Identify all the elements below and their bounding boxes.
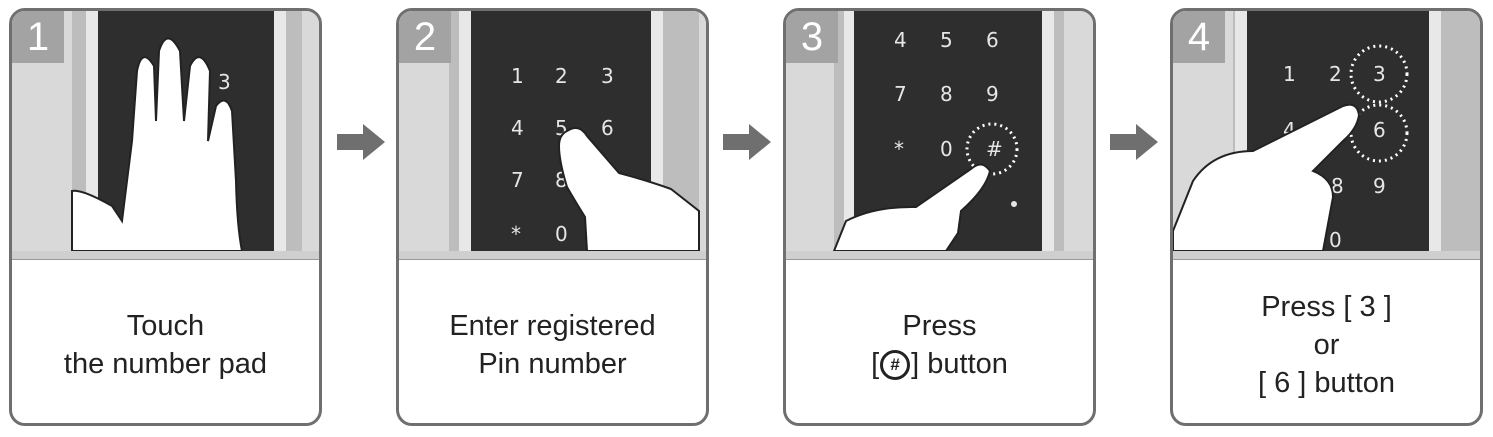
step-4-card: 1 2 3 4 6 8 9 0 4 Press [ 3 ] or [ 6 ] butto… — [1170, 8, 1483, 426]
svg-text:2: 2 — [1329, 62, 1342, 86]
step-caption: Enter registered Pin number — [399, 266, 706, 423]
caption-line: Pin number — [478, 347, 627, 380]
step-number: 1 — [12, 11, 64, 63]
divider — [786, 251, 1093, 260]
step-number: 3 — [786, 11, 838, 63]
svg-text:5: 5 — [940, 28, 953, 52]
svg-text:*: * — [894, 137, 904, 161]
button-word: ] button — [911, 347, 1008, 380]
caption-line: Touch — [126, 309, 205, 342]
svg-text:8: 8 — [940, 82, 953, 106]
arrow-right-icon — [1110, 124, 1158, 160]
svg-text:*: * — [511, 222, 521, 246]
step-1-illustration: 1 3 1 — [12, 11, 319, 251]
svg-text:3: 3 — [1373, 62, 1386, 86]
caption-line: [ 6 ] button — [1257, 366, 1396, 399]
caption-line: or — [1313, 328, 1340, 361]
lock-panel-graphic: 1 3 — [71, 11, 302, 251]
caption-line-button: [#] button — [871, 345, 1008, 383]
svg-text:0: 0 — [1329, 228, 1342, 251]
svg-text:4: 4 — [894, 28, 907, 52]
caption-line: Enter registered — [449, 309, 656, 342]
svg-text:6: 6 — [986, 28, 999, 52]
step-1-card: 1 3 1 Touch the number pad — [9, 8, 322, 426]
svg-text:4: 4 — [511, 116, 524, 140]
svg-text:6: 6 — [601, 116, 614, 140]
pointing-hand-icon — [557, 126, 700, 251]
svg-text:#: # — [986, 137, 1003, 161]
step-number: 4 — [1173, 11, 1225, 63]
caption-line: Press [ 3 ] — [1261, 290, 1392, 323]
step-caption: Press [ 3 ] or [ 6 ] button — [1173, 266, 1480, 423]
svg-text:6: 6 — [1373, 118, 1386, 142]
svg-text:9: 9 — [1373, 174, 1386, 198]
hand-icon — [71, 37, 244, 251]
svg-text:0: 0 — [555, 222, 568, 246]
divider — [1173, 251, 1480, 260]
arrow-right-icon — [337, 124, 385, 160]
svg-text:0: 0 — [940, 137, 953, 161]
svg-text:7: 7 — [894, 82, 907, 106]
pointing-hand-icon — [1173, 103, 1361, 251]
hash-button-icon: # — [880, 349, 911, 380]
svg-text:8: 8 — [1331, 174, 1344, 198]
lock-panel-graphic: 4 5 6 7 8 9 * 0 # — [832, 11, 1064, 251]
step-4-illustration: 1 2 3 4 6 8 9 0 4 — [1173, 11, 1480, 251]
pointing-hand-icon — [832, 163, 992, 251]
svg-text:1: 1 — [511, 64, 524, 88]
svg-text:7: 7 — [511, 168, 524, 192]
svg-text:3: 3 — [601, 64, 614, 88]
caption-line: Press — [902, 309, 977, 342]
divider — [12, 251, 319, 260]
lock-panel-graphic: 1 2 3 4 6 8 9 0 — [1173, 11, 1480, 251]
bracket-open: [ — [871, 347, 880, 380]
svg-text:3: 3 — [218, 70, 231, 94]
divider — [399, 251, 706, 260]
step-3-illustration: 4 5 6 7 8 9 * 0 # 3 — [786, 11, 1093, 251]
step-caption: Press [#] button — [786, 266, 1093, 423]
svg-text:2: 2 — [555, 64, 568, 88]
svg-text:9: 9 — [986, 82, 999, 106]
caption-line: the number pad — [63, 347, 268, 380]
step-caption: Touch the number pad — [12, 266, 319, 423]
arrow-right-icon — [723, 124, 771, 160]
step-number: 2 — [399, 11, 451, 63]
svg-text:1: 1 — [1283, 62, 1296, 86]
